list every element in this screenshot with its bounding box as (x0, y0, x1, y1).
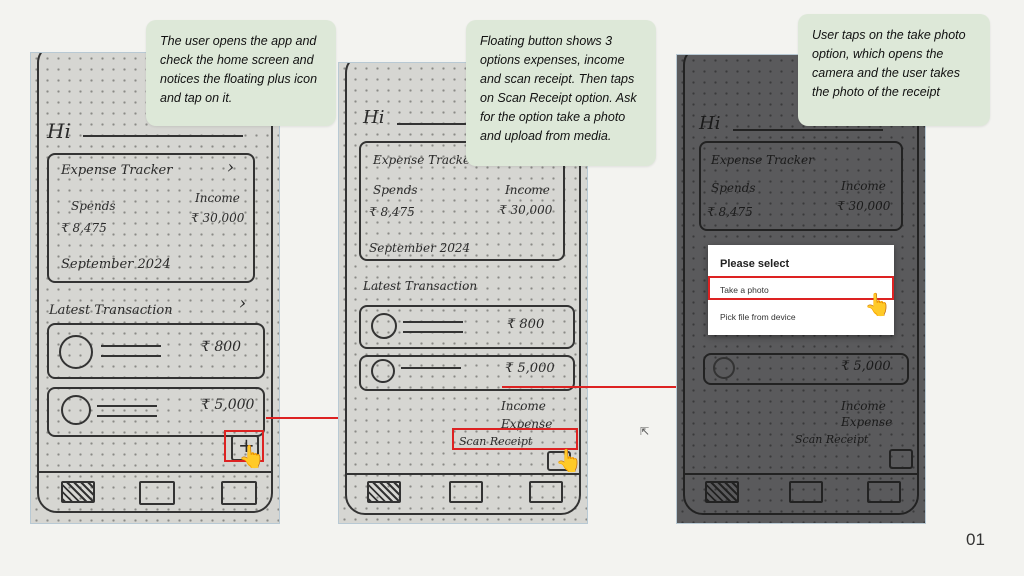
tracker-title: Expense Tracker (373, 153, 476, 167)
plus-icon: + (238, 433, 255, 457)
month-label: September 2024 (61, 257, 171, 272)
tap-hand-icon: 👆 (238, 444, 266, 469)
fab-plus-button[interactable] (889, 449, 913, 469)
avatar (713, 357, 735, 379)
nav-tab-2[interactable] (139, 481, 175, 505)
nav-tab-1[interactable] (367, 481, 401, 503)
fab-expense-option[interactable]: Expense (841, 415, 893, 429)
greeting: Hi (699, 113, 721, 134)
month-label: September 2024 (369, 241, 471, 255)
tracker-title: Expense Tracker (61, 163, 173, 178)
tracker-title: Expense Tracker (711, 153, 814, 167)
income-value: ₹ 30,000 (191, 211, 245, 225)
nav-tab-2[interactable] (789, 481, 823, 503)
step-3-callout: User taps on the take photo option, whic… (798, 14, 990, 126)
income-value: ₹ 30,000 (499, 203, 553, 217)
fab-expense-option[interactable]: Expense (501, 417, 553, 431)
nav-tab-3[interactable] (867, 481, 901, 503)
greeting: Hi (47, 119, 71, 143)
transaction-amount-2: ₹ 5,000 (201, 397, 255, 413)
transaction-card-2 (703, 353, 909, 385)
income-label: Income (195, 191, 240, 205)
transaction-amount-2: ₹ 5,000 (841, 359, 891, 374)
nav-tab-2[interactable] (449, 481, 483, 503)
pick-file-option[interactable]: Pick file from device (720, 312, 796, 322)
chevron-right-icon: › (239, 293, 247, 314)
income-label: Income (841, 179, 886, 193)
spends-label: Spends (711, 181, 756, 195)
spends-value: ₹ 8,475 (707, 205, 753, 219)
fab-income-option[interactable]: Income (501, 399, 546, 413)
avatar (61, 395, 91, 425)
spends-label: Spends (373, 183, 418, 197)
transaction-card-2 (47, 387, 265, 437)
spends-label: Spends (71, 199, 116, 213)
fab-scan-option[interactable]: Scan Receipt (459, 435, 533, 448)
chevron-right-icon: › (227, 157, 235, 178)
sketch-screen-1: Hi Expense Tracker › Spends ₹ 8,475 Inco… (30, 52, 280, 524)
step-1-callout: The user opens the app and check the hom… (146, 20, 336, 126)
mouse-cursor-icon: ⇱ (640, 426, 650, 438)
nav-tab-3[interactable] (529, 481, 563, 503)
sketch-screen-2: Hi Expense Tracker Spends ₹ 8,475 Income… (338, 62, 588, 524)
phone-outline (345, 63, 581, 515)
step-2-callout: Floating button shows 3 options expenses… (466, 20, 656, 166)
income-label: Income (505, 183, 550, 197)
avatar (371, 359, 395, 383)
nav-tab-1[interactable] (61, 481, 95, 503)
nav-tab-1[interactable] (705, 481, 739, 503)
spends-value: ₹ 8,475 (61, 221, 107, 235)
avatar (59, 335, 93, 369)
transaction-amount-1: ₹ 800 (201, 339, 242, 355)
select-source-dialog: Please select Take a photo Pick file fro… (708, 245, 894, 335)
tracker-card (699, 141, 903, 231)
phone-outline (683, 55, 919, 515)
page-number: 01 (966, 530, 985, 549)
tracker-card (359, 141, 565, 261)
transaction-amount-1: ₹ 800 (507, 317, 545, 332)
fab-scan-option[interactable]: Scan Receipt (795, 433, 869, 446)
highlight-scan-receipt (452, 428, 578, 450)
tracker-card (47, 153, 255, 283)
nav-tab-3[interactable] (221, 481, 257, 505)
latest-transaction-label: Latest Transaction (49, 303, 173, 318)
transaction-card-1 (47, 323, 265, 379)
transaction-card-1 (359, 305, 575, 349)
latest-transaction-label: Latest Transaction (363, 279, 478, 293)
transaction-amount-2: ₹ 5,000 (505, 361, 555, 376)
highlight-fab (224, 430, 264, 462)
highlight-take-photo (708, 276, 894, 300)
transaction-card-2 (359, 355, 575, 391)
tap-hand-icon: 👆 (864, 292, 892, 317)
dialog-title: Please select (720, 258, 790, 270)
take-photo-option[interactable]: Take a photo (720, 285, 769, 295)
phone-outline (37, 53, 273, 513)
fab-plus-button[interactable] (547, 451, 571, 471)
income-value: ₹ 30,000 (837, 199, 891, 213)
spends-value: ₹ 8,475 (369, 205, 415, 219)
tap-hand-icon: 👆 (555, 448, 583, 473)
avatar (371, 313, 397, 339)
greeting: Hi (363, 107, 385, 128)
fab-income-option[interactable]: Income (841, 399, 886, 413)
